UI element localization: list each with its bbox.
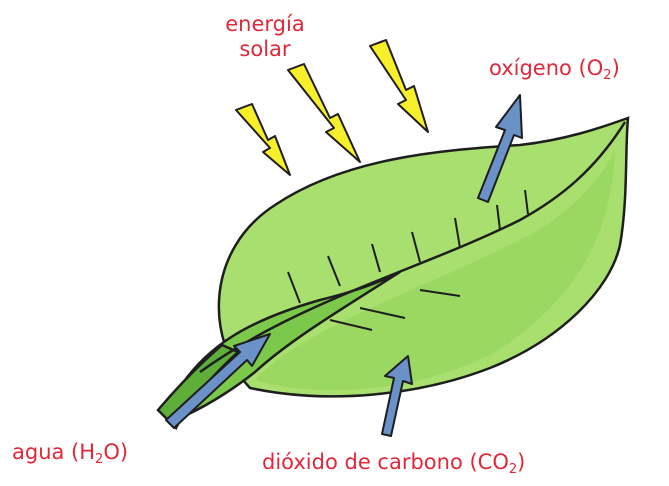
oxygen-label: oxígeno (O2) [489, 56, 620, 83]
leaf-veins [287, 189, 529, 331]
oxygen-label-close: ) [611, 56, 620, 80]
blue-arrow-icon [477, 94, 523, 203]
energy-label-line1: energía [225, 12, 305, 36]
co2-label-text: dióxido de carbono (CO [262, 450, 509, 474]
oxygen-label-subscript: 2 [603, 68, 612, 83]
water-label-text: agua (H [12, 440, 96, 464]
water-label-subscript: 2 [95, 452, 104, 467]
blue-arrow-icon [165, 333, 271, 429]
water-label: agua (H2O) [12, 440, 129, 467]
lightning-arrow-icon [235, 39, 429, 176]
leaf-shade [255, 150, 615, 391]
leaf-midrib [199, 121, 627, 374]
oxygen-label-text: oxígeno (O [489, 56, 604, 80]
blue-arrow-icon [381, 355, 413, 437]
energy-solar-label: energía solar [200, 12, 330, 62]
co2-label: dióxido de carbono (CO2) [262, 450, 526, 477]
energy-label-line2: solar [239, 37, 291, 62]
co2-label-subscript: 2 [508, 462, 518, 477]
co2-label-close: ) [517, 450, 526, 474]
water-label-close: O) [103, 440, 129, 464]
